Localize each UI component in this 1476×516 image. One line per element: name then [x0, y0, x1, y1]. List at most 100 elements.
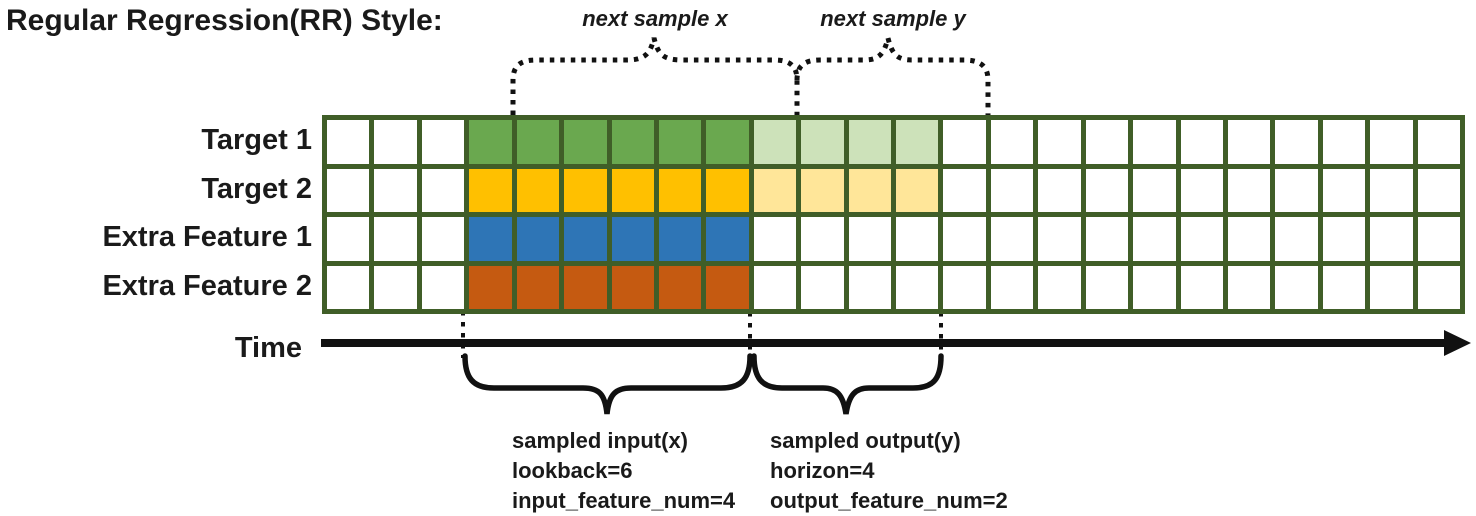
grid-cell	[469, 168, 512, 212]
grid-cell	[469, 120, 512, 164]
grid-cell	[374, 265, 417, 309]
grid-cell	[564, 168, 607, 212]
grid-cell	[327, 120, 370, 164]
grid-cell	[516, 265, 560, 309]
grid-cell	[848, 265, 891, 309]
grid-cell	[943, 265, 986, 309]
grid-cell	[848, 217, 891, 261]
grid-cell	[564, 265, 607, 309]
grid-cell	[611, 265, 654, 309]
grid-cell	[611, 120, 654, 164]
row-label-target-2: Target 2	[201, 172, 312, 205]
row-label-extra-feature-2: Extra Feature 2	[102, 269, 312, 302]
grid-cell	[1133, 217, 1176, 261]
grid-cell	[753, 120, 797, 164]
grid-cell	[1322, 168, 1366, 212]
grid-cell	[801, 217, 844, 261]
grid-cell	[1180, 265, 1223, 309]
grid-cell	[1275, 168, 1318, 212]
sampled-output-note: sampled output(y) horizon=4 output_featu…	[770, 426, 1008, 516]
grid-cell	[564, 120, 607, 164]
lookback-value: lookback=6	[512, 458, 633, 483]
grid-cell	[706, 217, 749, 261]
next-sample-y-label: next sample y	[820, 6, 966, 31]
grid-cell	[1227, 120, 1271, 164]
grid-cell	[990, 120, 1034, 164]
time-axis-label: Time	[234, 332, 302, 364]
sample-grid	[322, 115, 1465, 314]
grid-cell	[469, 265, 512, 309]
sampled-output-brace	[751, 353, 944, 415]
grid-cell	[1322, 120, 1366, 164]
grid-cell	[801, 168, 844, 212]
sampled-output-title: sampled output(y)	[770, 428, 961, 453]
grid-cell	[896, 168, 939, 212]
grid-cell	[658, 168, 702, 212]
sampled-input-title: sampled input(x)	[512, 428, 689, 453]
grid-cell	[1322, 265, 1366, 309]
next-sample-x-label: next sample x	[582, 6, 728, 31]
grid-cell	[421, 265, 465, 309]
grid-cell	[1133, 120, 1176, 164]
grid-cell	[327, 217, 370, 261]
grid-cell	[1275, 217, 1318, 261]
grid-cell	[1370, 265, 1413, 309]
time-axis-arrowhead	[1444, 330, 1471, 356]
grid-cell	[374, 120, 417, 164]
grid-cell	[848, 168, 891, 212]
grid-cell	[1038, 265, 1081, 309]
grid-cell	[848, 120, 891, 164]
grid-cell	[706, 168, 749, 212]
grid-cell	[801, 265, 844, 309]
grid-cell	[1133, 168, 1176, 212]
sampled-input-note: sampled input(x) lookback=6 input_featur…	[512, 426, 735, 516]
row-label-target-1: Target 1	[201, 124, 312, 156]
grid-cell	[1370, 217, 1413, 261]
grid-cell	[611, 217, 654, 261]
grid-cell	[658, 265, 702, 309]
grid-cell	[1275, 265, 1318, 309]
grid-cell	[753, 168, 797, 212]
output-feature-num-value: output_feature_num=2	[770, 488, 1008, 513]
grid-cell	[990, 217, 1034, 261]
grid-cell	[1227, 217, 1271, 261]
grid-cell	[943, 168, 986, 212]
grid-cell	[896, 265, 939, 309]
grid-cell	[943, 217, 986, 261]
grid-cell	[327, 265, 370, 309]
sampled-input-brace	[462, 353, 753, 415]
grid-cell	[896, 217, 939, 261]
grid-cell	[1085, 265, 1129, 309]
grid-cell	[990, 168, 1034, 212]
next-sample-x-brace	[510, 37, 800, 115]
grid-cell	[1180, 217, 1223, 261]
grid-cell	[1417, 168, 1460, 212]
grid-cell	[753, 217, 797, 261]
grid-cell	[753, 265, 797, 309]
grid-cell	[1275, 120, 1318, 164]
grid-cell	[801, 120, 844, 164]
grid-cell	[658, 217, 702, 261]
grid-cell	[896, 120, 939, 164]
grid-cell	[1227, 168, 1271, 212]
grid-cell	[1227, 265, 1271, 309]
row-label-extra-feature-1: Extra Feature 1	[102, 221, 312, 253]
grid-cell	[1180, 120, 1223, 164]
grid-cell	[1038, 168, 1081, 212]
grid-cell	[516, 120, 560, 164]
grid-cell	[1038, 217, 1081, 261]
input-feature-num-value: input_feature_num=4	[512, 488, 736, 513]
grid-cell	[327, 168, 370, 212]
grid-cell	[1085, 120, 1129, 164]
grid-cell	[658, 120, 702, 164]
grid-cell	[374, 217, 417, 261]
grid-cell	[1085, 217, 1129, 261]
grid-cell	[516, 217, 560, 261]
grid-cell	[1370, 120, 1413, 164]
next-sample-y-brace	[794, 37, 991, 115]
grid-cell	[611, 168, 654, 212]
grid-cell	[1085, 168, 1129, 212]
grid-cell	[1417, 265, 1460, 309]
grid-cell	[469, 217, 512, 261]
